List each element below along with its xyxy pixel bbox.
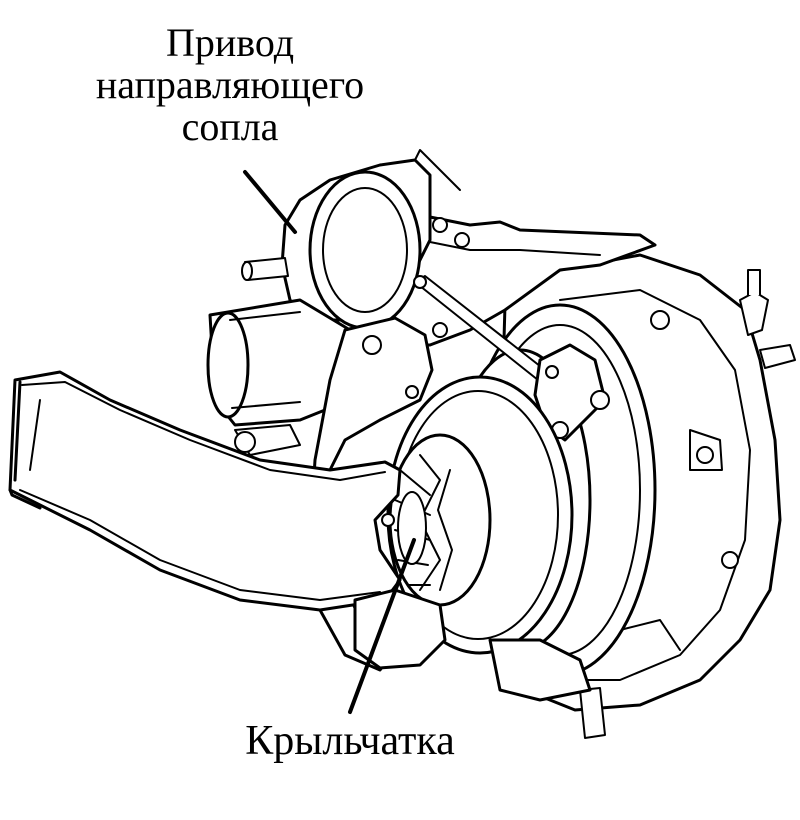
- linkage-lever: [533, 343, 610, 442]
- actuator-canister: [241, 149, 461, 330]
- label-actuator-line1: Привод: [165, 20, 295, 65]
- label-actuator: Привод направляющего сопла: [60, 22, 400, 148]
- leader-line-actuator: [243, 170, 297, 234]
- impeller: [379, 454, 453, 591]
- label-actuator-line2: направляющего: [95, 62, 365, 107]
- leader-line-impeller: [348, 538, 416, 714]
- turbine-flange: [353, 588, 592, 702]
- compressor-outlet: [206, 298, 352, 427]
- label-impeller: Крыльчатка: [245, 718, 455, 764]
- actuator-bracket: [353, 213, 657, 347]
- label-actuator-line3: сопла: [181, 104, 279, 149]
- intake-duct: [8, 370, 402, 612]
